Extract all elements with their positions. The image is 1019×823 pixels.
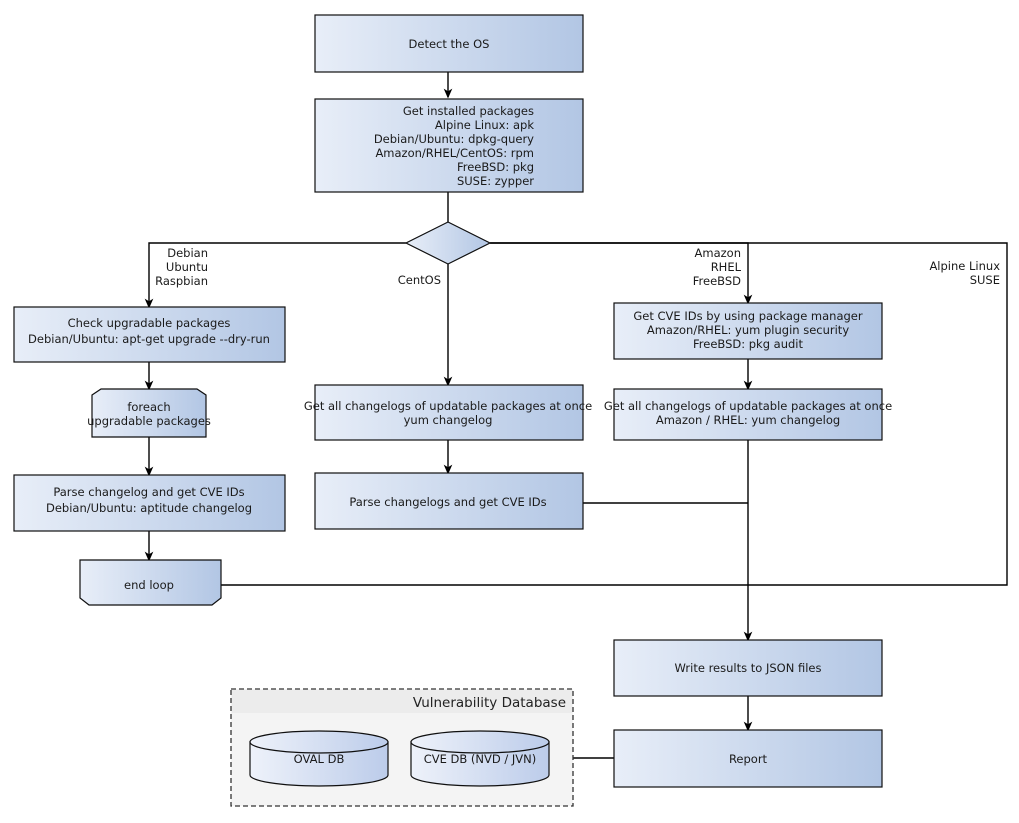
db-oval-top[interactable]: [249, 730, 389, 754]
node-packages-line-1: Alpine Linux: apk: [435, 118, 534, 132]
node-parse-changelog-debian[interactable]: Parse changelog and get CVE IDs Debian/U…: [13, 474, 286, 532]
node-check-upgradable-line-0: Check upgradable packages: [68, 316, 231, 330]
node-check-upgradable-box[interactable]: [13, 306, 286, 363]
node-write-results-label: Write results to JSON files: [675, 661, 822, 675]
node-foreach-line-0: foreach: [127, 400, 170, 414]
node-changelogs-centos-line-1: yum changelog: [404, 413, 493, 427]
node-packages-line-2: Debian/Ubuntu: dpkg-query: [374, 132, 534, 146]
edge-label-amazon-0: Amazon: [695, 246, 741, 260]
node-write-results[interactable]: Write results to JSON files: [613, 639, 883, 697]
group-vulnerability-database: Vulnerability Database OVAL DB CVE DB (N…: [230, 688, 574, 807]
node-get-cve-line-1: Amazon/RHEL: yum plugin security: [647, 323, 849, 337]
db-cve[interactable]: CVE DB (NVD / JVN): [410, 730, 550, 787]
node-packages-line-4: FreeBSD: pkg: [457, 160, 534, 174]
edge-decision-to-debian: [144, 242, 406, 309]
node-report-box[interactable]: [613, 729, 883, 788]
node-parse-deb-line-1: Debian/Ubuntu: aptitude changelog: [46, 501, 252, 515]
node-os-decision-diamond[interactable]: [404, 221, 492, 265]
node-parse-changelog-debian-box[interactable]: [13, 474, 286, 532]
edge-label-debian-1: Ubuntu: [166, 260, 208, 274]
node-foreach-loop-shape[interactable]: [91, 388, 207, 438]
node-parse-changelogs-centos[interactable]: Parse changelogs and get CVE IDs: [314, 472, 584, 530]
node-get-cve-line-2: FreeBSD: pkg audit: [693, 337, 804, 351]
node-get-cve-pkg-manager-box[interactable]: [613, 302, 883, 360]
node-get-cve-line-0: Get CVE IDs by using package manager: [633, 309, 863, 323]
node-changelogs-rhel-box[interactable]: [613, 388, 883, 441]
node-get-installed-packages-box[interactable]: [314, 98, 584, 193]
node-report-label: Report: [729, 752, 768, 766]
node-check-upgradable[interactable]: Check upgradable packages Debian/Ubuntu:…: [13, 306, 286, 363]
node-end-loop[interactable]: end loop: [79, 559, 222, 606]
node-parse-deb-line-0: Parse changelog and get CVE IDs: [53, 485, 244, 499]
node-end-loop-shape[interactable]: [79, 559, 222, 606]
edge-labels: Debian Ubuntu Raspbian CentOS Amazon RHE…: [155, 246, 1000, 288]
group-vulndb-title: Vulnerability Database: [413, 695, 566, 711]
node-get-installed-packages[interactable]: Get installed packages Alpine Linux: apk…: [314, 98, 584, 193]
db-cve-body[interactable]: [410, 741, 550, 787]
edge-label-alpine-1: SUSE: [970, 273, 1000, 287]
node-get-cve-pkg-manager[interactable]: Get CVE IDs by using package manager Ama…: [613, 302, 883, 360]
node-changelogs-centos[interactable]: Get all changelogs of updatable packages…: [304, 384, 592, 441]
edge-label-centos-0: CentOS: [398, 273, 441, 287]
edge-label-amazon-2: FreeBSD: [693, 274, 741, 288]
node-detect-os[interactable]: Detect the OS: [314, 14, 584, 73]
db-oval[interactable]: OVAL DB: [249, 730, 389, 787]
db-oval-body[interactable]: [249, 741, 389, 787]
node-foreach-line-1: upgradable packages: [87, 414, 211, 428]
node-packages-line-3: Amazon/RHEL/CentOS: rpm: [375, 146, 534, 160]
node-changelogs-centos-line-0: Get all changelogs of updatable packages…: [304, 399, 592, 413]
node-foreach-loop[interactable]: foreach upgradable packages: [87, 388, 211, 438]
node-os-decision[interactable]: [404, 221, 492, 265]
node-packages-line-0: Get installed packages: [403, 104, 534, 118]
db-cve-label: CVE DB (NVD / JVN): [424, 752, 537, 766]
node-changelogs-rhel-line-1: Amazon / RHEL: yum changelog: [656, 413, 840, 427]
node-parse-changelogs-centos-box[interactable]: [314, 472, 584, 530]
node-changelogs-centos-box[interactable]: [314, 384, 584, 441]
db-oval-label: OVAL DB: [294, 752, 345, 766]
edge-decision-to-alpine-bypass: [221, 242, 1008, 586]
node-changelogs-rhel[interactable]: Get all changelogs of updatable packages…: [604, 388, 892, 441]
edge-label-debian-2: Raspbian: [155, 274, 208, 288]
node-packages-line-5: SUSE: zypper: [457, 174, 534, 188]
edge-label-alpine-0: Alpine Linux: [929, 259, 1000, 273]
node-check-upgradable-line-1: Debian/Ubuntu: apt-get upgrade --dry-run: [28, 332, 270, 346]
node-write-results-box[interactable]: [613, 639, 883, 697]
connectors: [144, 72, 1008, 759]
node-detect-os-label: Detect the OS: [409, 37, 490, 51]
node-report[interactable]: Report: [613, 729, 883, 788]
node-detect-os-box[interactable]: [314, 14, 584, 73]
edge-label-amazon-1: RHEL: [711, 260, 742, 274]
node-end-loop-label: end loop: [124, 578, 174, 592]
node-changelogs-rhel-line-0: Get all changelogs of updatable packages…: [604, 399, 892, 413]
group-vulndb-header: [232, 690, 572, 713]
node-parse-changelogs-centos-label: Parse changelogs and get CVE IDs: [349, 495, 546, 509]
db-cve-top[interactable]: [410, 730, 550, 754]
edge-label-debian-0: Debian: [167, 246, 208, 260]
